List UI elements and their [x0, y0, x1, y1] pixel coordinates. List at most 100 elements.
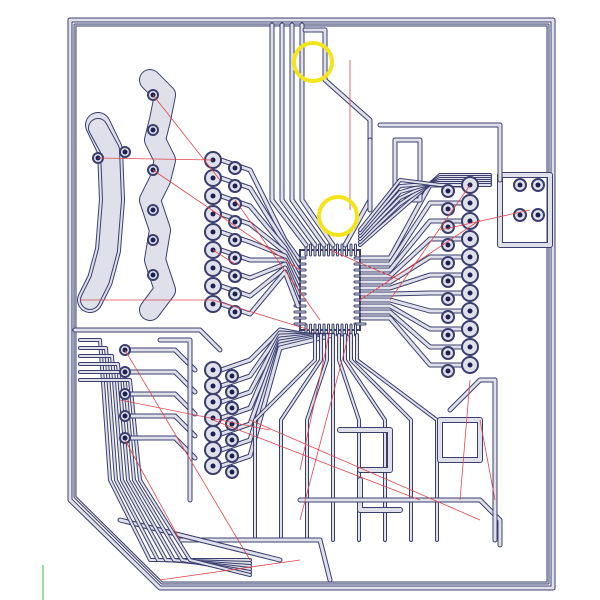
trace-fill: [270, 23, 308, 247]
pad-hole: [150, 207, 156, 213]
pad-hole: [445, 332, 451, 338]
pad-hole: [535, 212, 541, 218]
pad-hole: [210, 193, 216, 199]
ratsnest-line: [459, 379, 471, 501]
pad-hole: [229, 405, 235, 411]
trace-fill: [128, 348, 197, 372]
pad-hole: [122, 413, 128, 419]
pad-hole: [232, 291, 238, 297]
pad-hole: [467, 272, 473, 278]
pad-hole: [210, 301, 216, 307]
ratsnest-line: [212, 299, 311, 331]
pad-hole: [467, 326, 473, 332]
trace-fill: [298, 498, 502, 547]
trace: [279, 333, 323, 542]
pad-hole: [210, 283, 216, 289]
trace-fill: [356, 334, 438, 541]
pad-hole: [445, 296, 451, 302]
pad-hole: [229, 373, 235, 379]
pad-hole: [232, 309, 238, 315]
pad-hole: [229, 389, 235, 395]
trace-fill: [358, 478, 402, 512]
trace-fill: [438, 418, 482, 462]
ratsnest-layer: [80, 60, 531, 581]
annotation-layer: [42, 41, 359, 600]
pad-hole: [445, 278, 451, 284]
trace-fill: [74, 24, 549, 584]
pad-hole: [467, 362, 473, 368]
ratsnest-line: [299, 329, 351, 521]
pad-hole: [445, 242, 451, 248]
trace-fill: [338, 428, 392, 472]
pad-hole: [445, 350, 451, 356]
pad-hole: [122, 435, 128, 441]
ratsnest-line: [124, 349, 251, 561]
highlight-circle: [292, 41, 334, 83]
pad-hole: [445, 368, 451, 374]
pad-hole: [150, 272, 156, 278]
pad-hole: [232, 237, 238, 243]
pad-hole: [229, 453, 235, 459]
ratsnest-line: [439, 209, 531, 231]
pad-hole: [467, 218, 473, 224]
pad-hole: [467, 290, 473, 296]
ratsnest-line: [249, 419, 481, 521]
pad-hole: [232, 219, 238, 225]
pad-hole: [232, 201, 238, 207]
pad-hole: [229, 437, 235, 443]
pad-hole: [210, 175, 216, 181]
trace: [377, 122, 503, 183]
trace-fill: [290, 23, 326, 247]
trace-layer: [67, 17, 556, 591]
pad-hole: [445, 260, 451, 266]
pad-hole: [210, 383, 216, 389]
pad-hole: [535, 182, 541, 188]
trace-fill: [81, 119, 121, 309]
pad-hole: [210, 229, 216, 235]
trace-fill: [448, 378, 497, 542]
trace: [337, 427, 393, 473]
trace-fill: [178, 538, 332, 582]
trace-fill: [280, 334, 322, 541]
pad-hole: [445, 206, 451, 212]
ratsnest-line: [212, 419, 421, 501]
pad-hole: [232, 183, 238, 189]
trace-fill: [303, 28, 372, 247]
pad-hole: [229, 469, 235, 475]
pad-hole: [150, 127, 156, 133]
chip-outline: [299, 249, 361, 331]
pad-hole: [232, 165, 238, 171]
pad-hole: [232, 273, 238, 279]
pad-hole: [467, 254, 473, 260]
trace: [437, 417, 483, 463]
trace-fill: [350, 334, 412, 541]
pad-hole: [467, 308, 473, 314]
highlight-circle: [317, 195, 359, 237]
trace-fill: [128, 414, 197, 438]
pad-hole: [445, 188, 451, 194]
trace-fill: [158, 338, 192, 502]
pad-hole: [210, 447, 216, 453]
trace: [297, 497, 503, 548]
trace-fill: [140, 70, 175, 320]
pad-hole: [210, 367, 216, 373]
pad-hole: [122, 391, 128, 397]
ratsnest-line: [124, 439, 181, 541]
ratsnest-line: [119, 399, 271, 431]
pad-hole: [122, 149, 128, 155]
pad-hole: [517, 212, 523, 218]
pad-hole: [150, 237, 156, 243]
pad-hole: [467, 236, 473, 242]
ratsnest-line: [97, 157, 214, 161]
pad-hole: [210, 431, 216, 437]
ratsnest-line: [152, 94, 221, 181]
pad-hole: [467, 200, 473, 206]
trace-fill: [498, 173, 552, 247]
ratsnest-line: [152, 169, 301, 271]
trace-fill: [254, 334, 316, 541]
pad-hole: [122, 369, 128, 375]
ratsnest-line: [479, 419, 496, 501]
trace-fill: [393, 138, 422, 202]
